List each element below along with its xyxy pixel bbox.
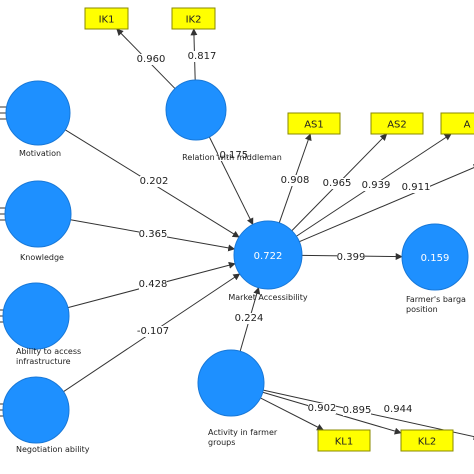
construct-infrastructure[interactable] xyxy=(2,282,70,350)
path-coefficient: 0.202 xyxy=(140,176,169,187)
path-label-bg xyxy=(218,150,246,161)
loading-label-bg xyxy=(343,405,371,416)
indicator-label: KL1 xyxy=(335,437,354,448)
indicator-KL1[interactable] xyxy=(317,429,371,452)
r-squared-value: 0.159 xyxy=(421,253,450,264)
loading-label-bg xyxy=(308,403,336,414)
path-coefficient: 0.399 xyxy=(337,252,366,263)
loading-label-bg xyxy=(402,182,430,193)
loading-coefficient: 0.939 xyxy=(362,180,391,191)
path-label-bg xyxy=(139,229,167,240)
loading-coefficient: 0.965 xyxy=(323,178,352,189)
construct-label: infrastructure xyxy=(16,357,71,366)
loading-label-bg xyxy=(323,178,351,189)
construct-label: Motivation xyxy=(19,149,61,158)
construct-market[interactable] xyxy=(233,220,303,290)
indicator-label: IK1 xyxy=(99,15,115,26)
construct-label: Knowledge xyxy=(20,253,64,262)
path-label-bg xyxy=(140,176,168,187)
construct-knowledge[interactable] xyxy=(4,180,72,248)
path-coefficient: 0.428 xyxy=(139,279,168,290)
loading-label-bg xyxy=(137,54,165,65)
construct-motivation[interactable] xyxy=(5,80,71,146)
indicator-label: KL2 xyxy=(418,437,437,448)
loading-coefficient: 0.911 xyxy=(402,182,431,193)
construct-label: Farmer's barga xyxy=(406,295,466,304)
indicator-label: AS1 xyxy=(304,120,324,131)
loading-coefficient: 0.902 xyxy=(308,403,337,414)
loading-coefficient: 0.960 xyxy=(137,54,166,65)
construct-label: Activity in farmer xyxy=(208,428,278,437)
r-squared-value: 0.722 xyxy=(254,251,283,262)
loading-coefficient: 0.944 xyxy=(384,404,413,415)
construct-relation[interactable] xyxy=(165,79,227,141)
path-arrow-relation-market xyxy=(208,136,254,226)
path-coefficient: 0.365 xyxy=(139,229,168,240)
construct-label: position xyxy=(406,305,438,314)
indicator-label: A xyxy=(464,120,471,131)
indicator-KL2[interactable] xyxy=(400,429,454,452)
path-label-bg xyxy=(337,252,365,263)
loading-label-bg xyxy=(384,404,412,415)
construct-bargaining[interactable] xyxy=(401,223,469,291)
construct-activity[interactable] xyxy=(197,349,265,417)
indicator-label: IK2 xyxy=(186,15,202,26)
path-label-bg xyxy=(139,279,167,290)
loading-label-bg xyxy=(188,51,216,62)
construct-label: Ability to access xyxy=(16,347,81,356)
loading-arrow-activity-KL1 xyxy=(260,397,324,431)
indicator-IK2[interactable] xyxy=(171,7,216,30)
indicator-label: AS2 xyxy=(387,120,407,131)
loading-arrow-market-AS4 xyxy=(299,164,474,243)
loading-label-bg xyxy=(281,175,309,186)
construct-negotiation[interactable] xyxy=(2,376,70,444)
path-coefficient: -0.107 xyxy=(137,326,169,337)
loading-coefficient: 0.895 xyxy=(343,405,372,416)
loading-coefficient: 0.817 xyxy=(188,51,217,62)
loading-coefficient: 0.908 xyxy=(281,175,310,186)
indicator-IK1[interactable] xyxy=(84,7,129,30)
indicator-AS1[interactable] xyxy=(287,112,341,135)
indicator-AS3[interactable] xyxy=(440,112,474,135)
path-label-bg xyxy=(235,313,263,324)
loading-label-bg xyxy=(362,180,390,191)
construct-label: Negotiation ability xyxy=(16,445,90,454)
construct-label: Relation with middleman xyxy=(182,153,282,162)
path-coefficient: -0.175 xyxy=(216,150,248,161)
path-coefficient: 0.224 xyxy=(235,313,264,324)
path-label-bg xyxy=(139,326,167,337)
construct-label: groups xyxy=(208,438,235,447)
construct-label: Market Accessibility xyxy=(228,293,308,302)
indicator-AS2[interactable] xyxy=(370,112,424,135)
